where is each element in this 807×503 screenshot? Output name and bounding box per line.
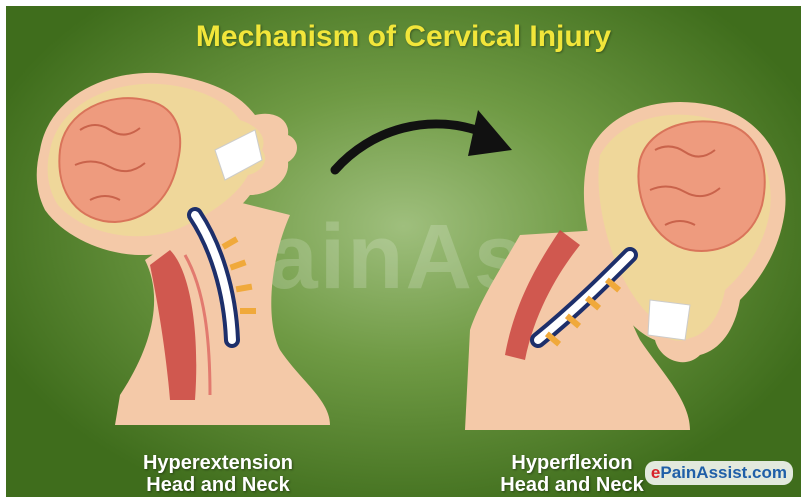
hyperflexion-figure xyxy=(465,102,786,430)
logo-text: PainAssist.com xyxy=(660,463,787,482)
hyperextension-figure xyxy=(37,73,330,425)
motion-arrow xyxy=(335,110,512,170)
brand-logo[interactable]: ePainAssist.com xyxy=(645,461,793,485)
caption-hyperextension: Hyperextension Head and Neck xyxy=(88,452,348,496)
caption-hyperextension-line1: Hyperextension xyxy=(88,452,348,474)
right-teeth xyxy=(648,300,690,340)
logo-e: e xyxy=(651,463,660,482)
right-brain xyxy=(638,121,764,251)
caption-hyperextension-line2: Head and Neck xyxy=(88,474,348,496)
